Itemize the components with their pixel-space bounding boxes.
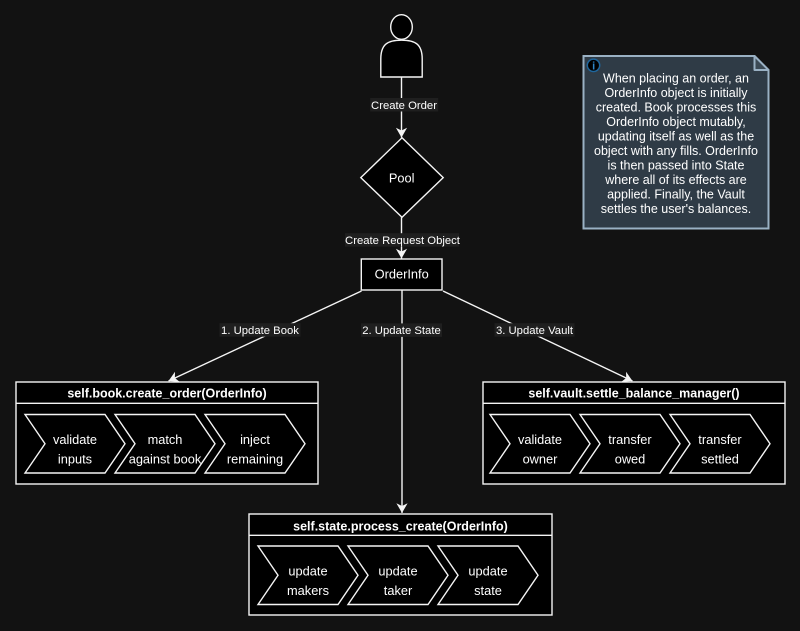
svg-text:i: i xyxy=(592,61,595,73)
svg-text:When placing an order, an: When placing an order, an xyxy=(603,72,749,86)
svg-text:where all of its effects are: where all of its effects are xyxy=(604,173,747,187)
svg-text:object with any fills. OrderIn: object with any fills. OrderInfo xyxy=(594,144,758,158)
svg-text:Create Order: Create Order xyxy=(371,100,437,112)
svg-text:3. Update Vault: 3. Update Vault xyxy=(496,325,574,337)
svg-text:Create Request Object: Create Request Object xyxy=(345,235,461,247)
svg-text:OrderInfo object mutably,: OrderInfo object mutably, xyxy=(606,115,745,129)
svg-text:OrderInfo: OrderInfo xyxy=(375,267,429,282)
svg-text:Pool: Pool xyxy=(389,170,415,185)
svg-text:settles the user's balances.: settles the user's balances. xyxy=(601,202,751,216)
svg-text:2. Update State: 2. Update State xyxy=(362,325,441,337)
svg-text:created. Book processes this: created. Book processes this xyxy=(596,101,757,115)
svg-text:self.vault.settle_balance_mana: self.vault.settle_balance_manager() xyxy=(528,387,739,401)
svg-text:1. Update Book: 1. Update Book xyxy=(221,325,299,337)
svg-text:applied. Finally, the Vault: applied. Finally, the Vault xyxy=(607,188,745,202)
svg-text:is then passed into State: is then passed into State xyxy=(608,159,745,173)
svg-text:self.state.process_create(Orde: self.state.process_create(OrderInfo) xyxy=(293,519,508,533)
svg-text:OrderInfo object is initially: OrderInfo object is initially xyxy=(604,86,748,100)
svg-text:updating itself as well as the: updating itself as well as the xyxy=(598,130,754,144)
svg-text:self.book.create_order(OrderIn: self.book.create_order(OrderInfo) xyxy=(67,387,266,401)
